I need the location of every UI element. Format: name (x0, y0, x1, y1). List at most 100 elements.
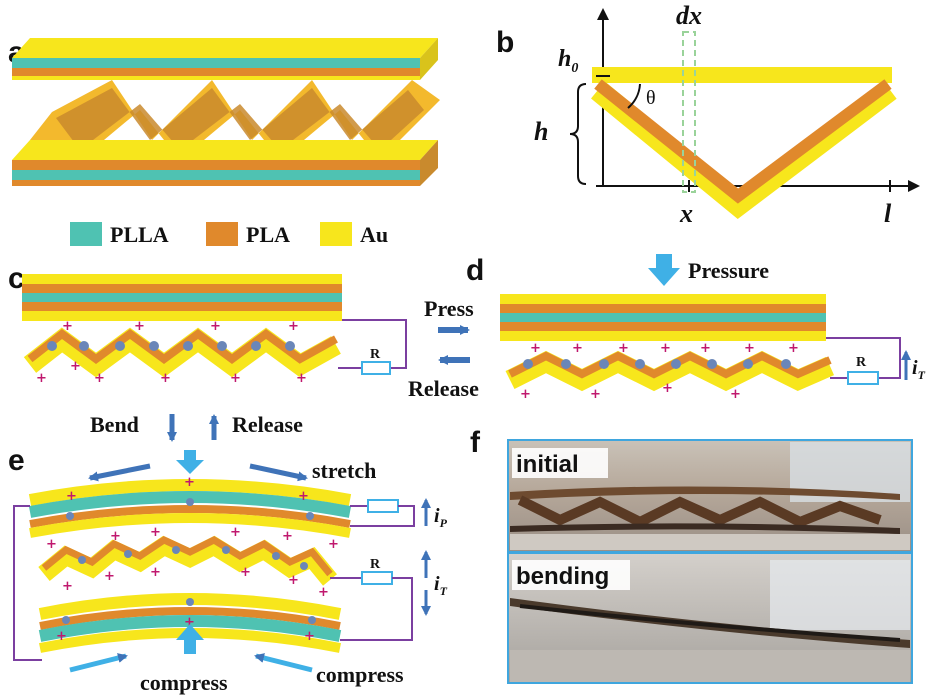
top-au (500, 294, 826, 304)
press-label: Press (424, 296, 474, 321)
legend-swatch-pla (206, 222, 238, 246)
top-plate-pla (12, 68, 420, 76)
svg-text:+: + (160, 371, 171, 386)
compress-label-right: compress (316, 662, 404, 687)
top-arc-au-2 (29, 513, 351, 538)
top-pla-2 (22, 302, 342, 311)
bend-label: Bend (90, 412, 139, 437)
svg-text:+: + (230, 371, 241, 386)
bottom-plate-plla (12, 170, 420, 180)
svg-text:+: + (288, 573, 299, 588)
resistor-c (361, 361, 391, 375)
bend-center-arrow (176, 450, 204, 474)
wire-e-mid-return (340, 577, 413, 641)
svg-text:+: + (744, 341, 755, 356)
wire-c (342, 319, 407, 369)
photo-initial-label: initial (516, 451, 579, 478)
resistor-d-label: R (856, 355, 867, 370)
svg-text:+: + (62, 319, 73, 334)
svg-text:+: + (94, 371, 105, 386)
compress-center-arrow (176, 624, 204, 654)
current-label-ip: iP (434, 505, 448, 530)
svg-text:+: + (662, 381, 673, 396)
stretch-arrow-left (88, 463, 151, 482)
h-brace (569, 83, 587, 185)
svg-text:+: + (150, 525, 161, 540)
photo-initial-bottom-sheet (510, 523, 900, 534)
legend-swatch-plla (70, 222, 102, 246)
panel-e: e Bend Release stretch +++ +++ +++ +++ (8, 412, 448, 695)
resistor-e-top (367, 499, 399, 513)
current-label-d: iT (912, 357, 926, 382)
legend-label-plla: PLLA (110, 222, 169, 247)
svg-text:+: + (304, 629, 315, 644)
bottom-plate-pla (12, 160, 420, 170)
top-pla (500, 304, 826, 313)
svg-text:+: + (62, 579, 73, 594)
photo-initial-label-bg (512, 448, 608, 478)
charges-e: +++ +++ +++ +++ +++ +++ (46, 475, 339, 644)
svg-text:+: + (520, 387, 531, 402)
photo-initial-base (510, 534, 910, 550)
charges-d: ++ ++ ++ + ++ ++ (520, 341, 799, 402)
svg-text:+: + (230, 525, 241, 540)
svg-text:+: + (210, 319, 221, 334)
bottom-plate-side (420, 140, 438, 186)
zigzag-au (505, 350, 835, 392)
compress-arrow-right (254, 653, 313, 673)
svg-text:+: + (56, 629, 67, 644)
svg-text:+: + (66, 489, 77, 504)
svg-text:+: + (298, 489, 309, 504)
pressure-label: Pressure (688, 258, 769, 283)
top-plate-plla (12, 58, 420, 68)
top-plla (22, 293, 342, 302)
resistor-e-mid (361, 571, 393, 585)
bottom-plate-top-face (12, 140, 438, 160)
mid-zigzag-pla (41, 535, 333, 577)
panel-b-label: b (496, 26, 514, 59)
photo-bending-clamp (770, 560, 910, 630)
v-profile-pla (594, 79, 892, 204)
top-pla-2 (500, 322, 826, 331)
h-label: h (534, 117, 548, 146)
x-label: x (679, 199, 693, 228)
svg-text:+: + (572, 341, 583, 356)
photo-bending-base (510, 650, 910, 682)
stretch-label: stretch (312, 458, 376, 483)
svg-text:+: + (150, 565, 161, 580)
svg-text:+: + (328, 537, 339, 552)
svg-text:+: + (36, 371, 47, 386)
theta-label: θ (646, 87, 656, 109)
top-plla (500, 313, 826, 322)
stretch-arrow-right (249, 463, 308, 482)
panel-d-label: d (466, 254, 484, 287)
svg-text:+: + (240, 565, 251, 580)
top-pla (22, 284, 342, 293)
panel-f: f initial bending (470, 426, 913, 684)
release-label: Release (408, 376, 479, 401)
top-plate-top-face (12, 38, 438, 58)
pressure-arrow (648, 254, 680, 286)
svg-text:+: + (134, 319, 145, 334)
panel-c: c ++ ++ ++ ++ ++ R Press Release (8, 262, 479, 401)
zigzag-pla (27, 328, 338, 364)
svg-text:+: + (282, 529, 293, 544)
svg-text:+: + (70, 359, 81, 374)
svg-text:+: + (104, 569, 115, 584)
compress-label-bottom: compress (140, 670, 228, 695)
resistor-e-label: R (370, 557, 381, 572)
svg-text:+: + (700, 341, 711, 356)
legend: PLLA PLA Au (70, 222, 388, 247)
svg-text:+: + (110, 529, 121, 544)
top-plate-au (12, 76, 420, 80)
top-plate-side (420, 38, 438, 80)
panel-f-label: f (470, 426, 481, 459)
svg-text:+: + (530, 341, 541, 356)
top-au-2 (500, 331, 826, 341)
h0-label: h0 (558, 46, 578, 76)
svg-text:+: + (296, 371, 307, 386)
zigzag-core-shade (56, 88, 424, 150)
current-label-it: iT (434, 573, 448, 598)
photo-initial-zigzag (517, 495, 882, 528)
